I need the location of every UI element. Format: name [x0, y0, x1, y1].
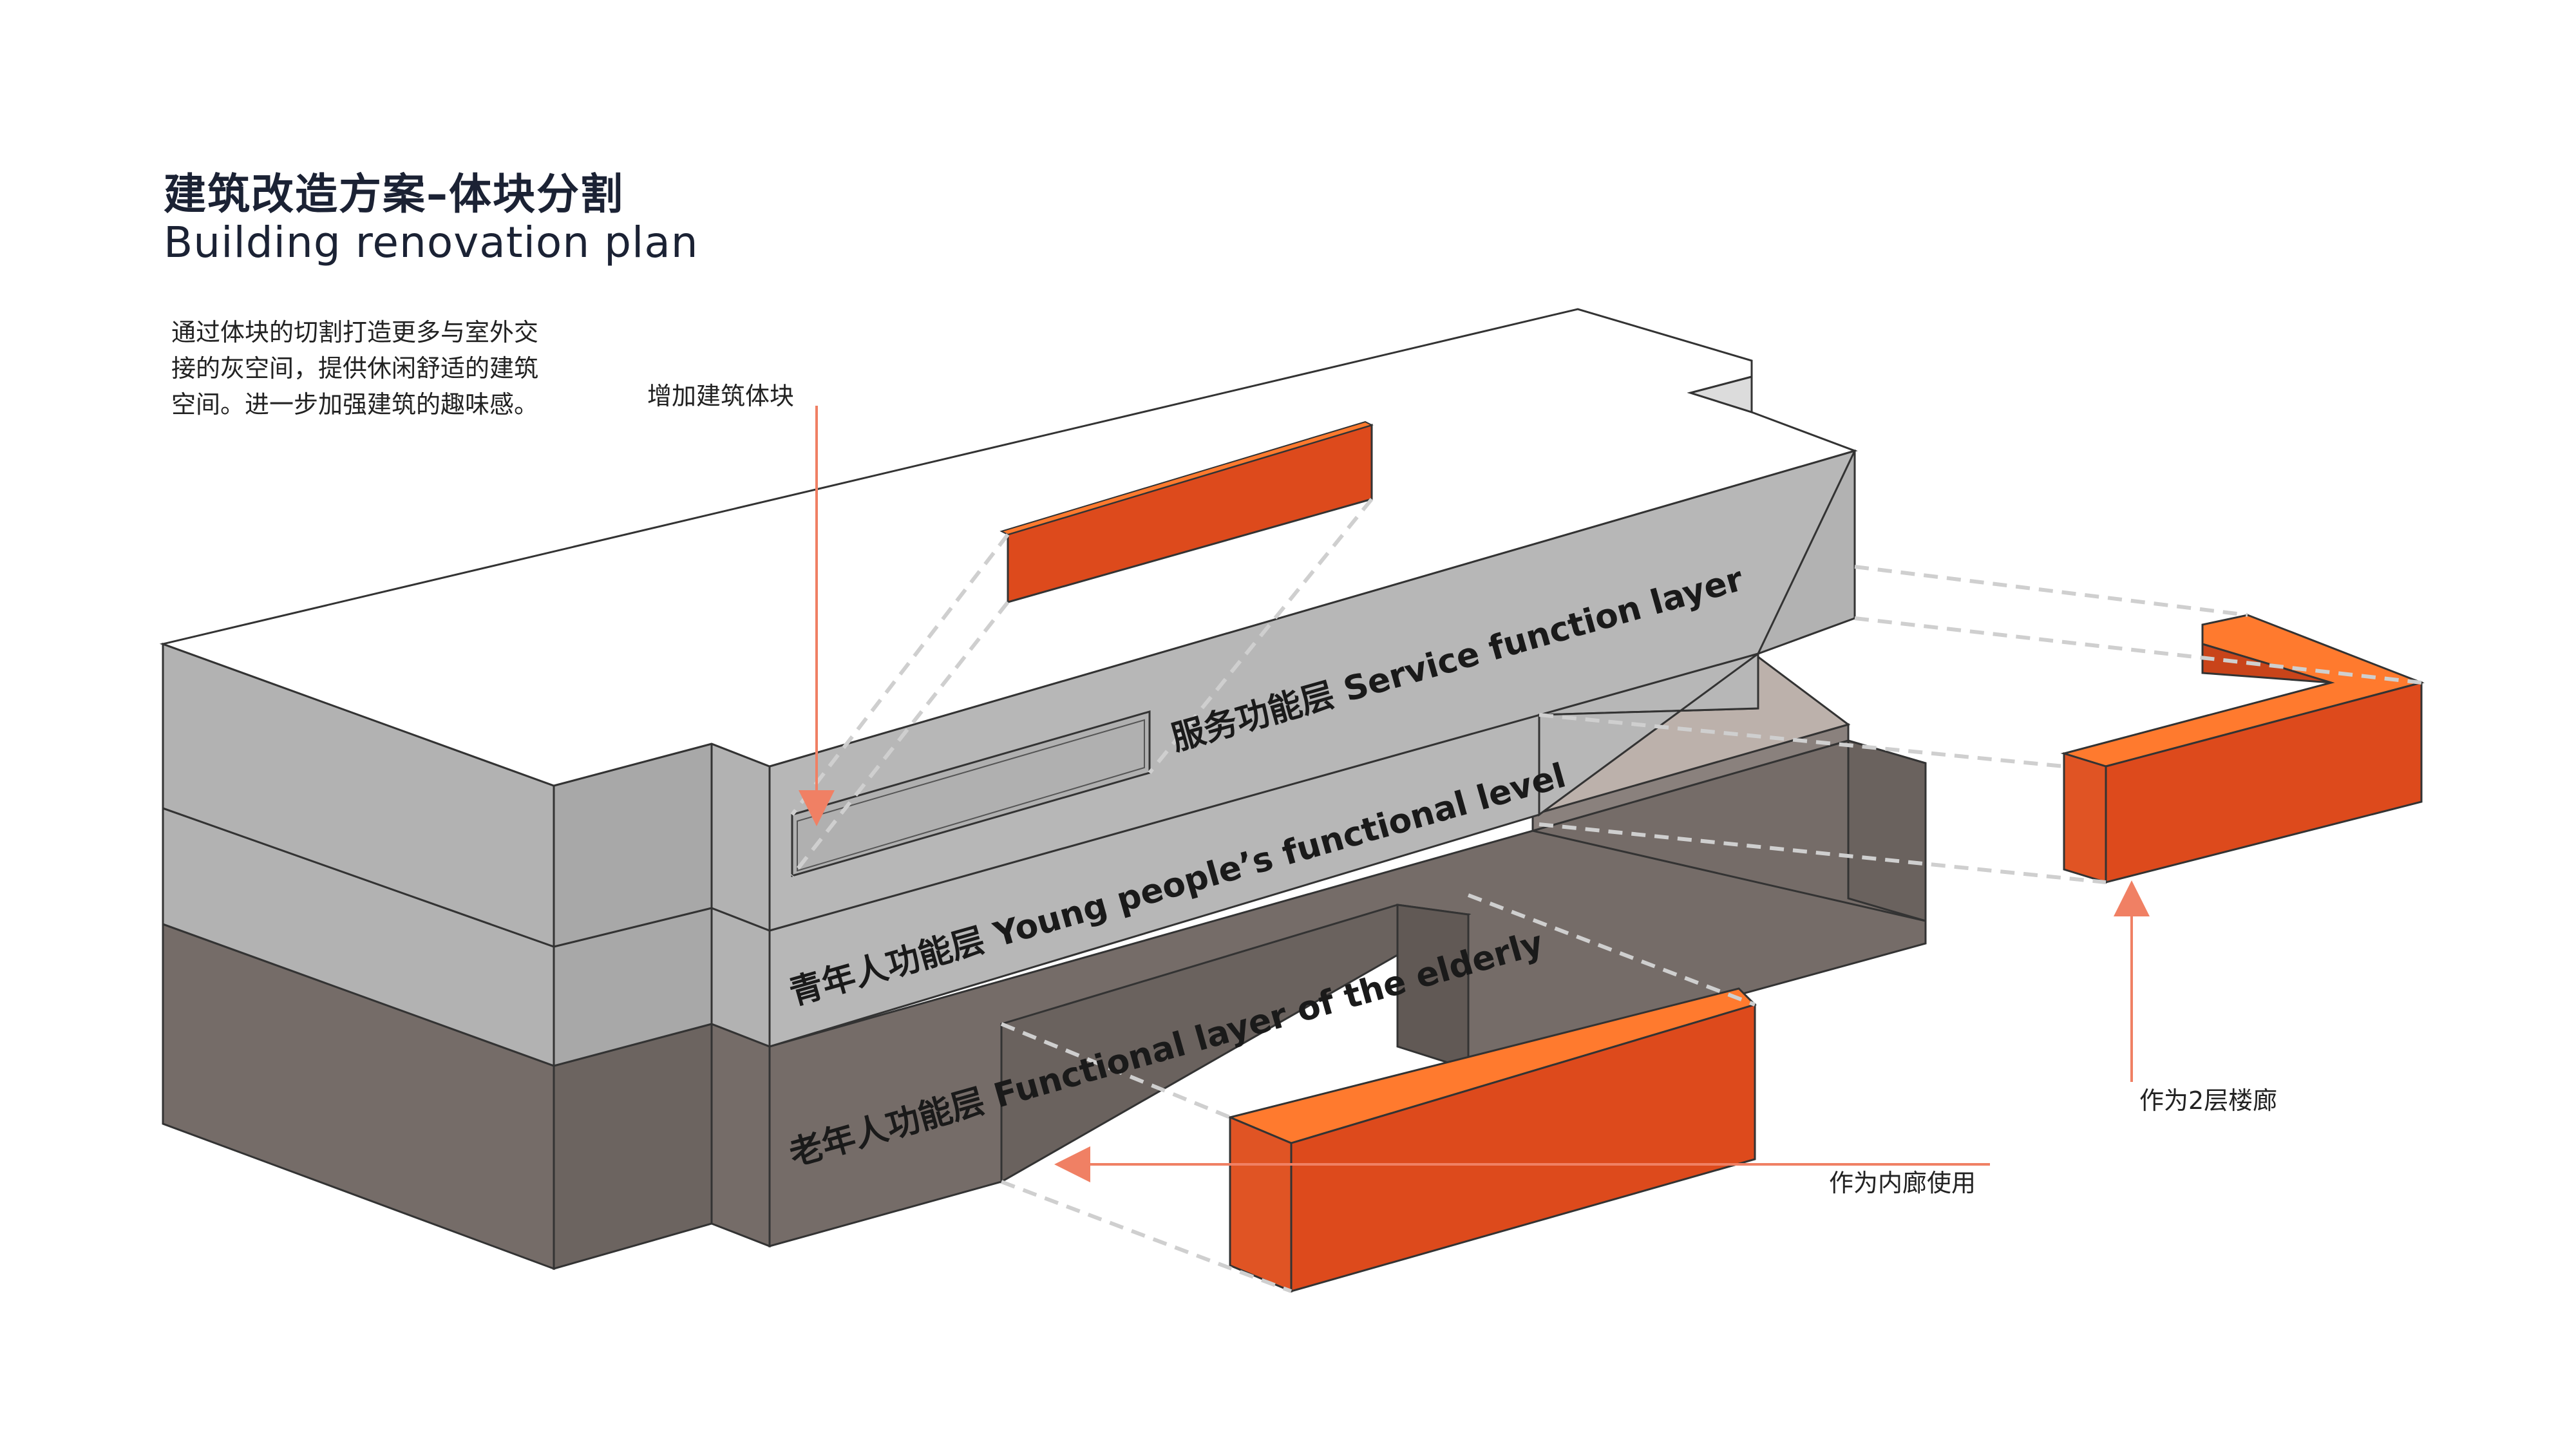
middle-step-face-2 [710, 906, 771, 1048]
projection-line [790, 601, 1010, 877]
description-line: 接的灰空间，提供休闲舒适的建筑 [171, 354, 539, 383]
roof-notch-face [1687, 375, 1753, 414]
description-line: 通过体块的切割打造更多与室外交 [171, 318, 539, 346]
description: 通过体块的切割打造更多与室外交 接的灰空间，提供休闲舒适的建筑 空间。进一步加强… [171, 314, 583, 422]
right-end-upper-face [1756, 450, 1856, 656]
corridor-l-front-long [2105, 681, 2423, 884]
description-line: 空间。进一步加强建筑的趣味感。 [171, 390, 539, 419]
title-chinese: 建筑改造方案–体块分割 [164, 169, 624, 219]
rear-dark-block-side [1847, 739, 1927, 922]
inner-corridor-label: 作为内廊使用 [1829, 1169, 1976, 1197]
projection-line [1854, 565, 2248, 617]
ground-step-face-2 [710, 1022, 771, 1248]
facade-slot-inner [797, 719, 1145, 872]
projection-line [1467, 893, 1756, 1007]
projection-line [1539, 713, 2065, 768]
projection-line [1539, 822, 2107, 884]
add-block-label: 增加建筑体块 [647, 382, 794, 410]
projection-line [1148, 498, 1374, 774]
projection-line [1000, 1022, 1231, 1119]
projection-line [1000, 1180, 1293, 1293]
ground-step-face [553, 1023, 713, 1270]
floor2-corridor-label: 作为2层楼廊 [2139, 1086, 2277, 1115]
inner-corridor-end [1229, 1115, 1293, 1293]
added-block-top [999, 421, 1374, 536]
top-step-face-2 [710, 742, 771, 933]
title-english: Building renovation plan [164, 218, 699, 267]
projection-line [1854, 616, 2422, 685]
projection-line [790, 533, 1010, 816]
inner-corridor-front [1290, 1003, 1756, 1293]
corridor-l-front-short [2063, 752, 2107, 884]
